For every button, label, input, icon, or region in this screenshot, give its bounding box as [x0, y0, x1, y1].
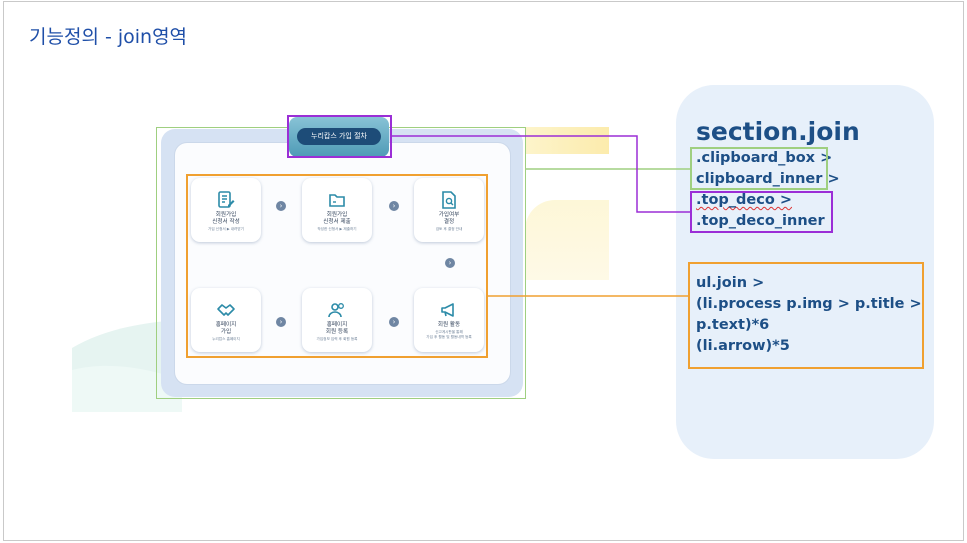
- process-text: 검토 후 결정 안내: [435, 227, 463, 231]
- process-text: 신고게시판을 통해 가입 후 활동 및 활동내역 등록: [426, 330, 472, 339]
- code-topdeco-line1: .top_deco >: [696, 192, 792, 208]
- code-ul-line2: (li.process p.img > p.title >: [696, 296, 922, 312]
- code-clipboard-line1: .clipboard_box >: [696, 150, 833, 166]
- process-text: 가입정보 입력 후 회원 등록: [316, 337, 358, 341]
- process-title: 회원 활동: [437, 322, 461, 328]
- arrow-icon: ›: [276, 201, 286, 211]
- code-ul-line3: p.text)*6: [696, 317, 770, 333]
- join-list-highlight: [186, 174, 488, 358]
- users-icon: [328, 303, 344, 318]
- process-title: 홍페이지 회원 등록: [325, 322, 349, 335]
- megaphone-icon: [441, 303, 454, 317]
- process-title: 홍페이지 가입: [215, 322, 237, 335]
- handshake-icon: [217, 304, 235, 316]
- folder-icon: [329, 194, 345, 207]
- arrow-icon: ›: [445, 258, 455, 268]
- decorative-yellow-band: [525, 127, 609, 154]
- clipboard-label-highlight: [690, 147, 828, 190]
- process-text: 누리캅스 홈페이지: [212, 337, 240, 341]
- process-card-6[interactable]: 회원 활동 신고게시판을 통해 가입 후 활동 및 활동내역 등록: [414, 288, 484, 352]
- code-clipboard-line2: clipboard_inner >: [696, 171, 840, 187]
- process-text: 가입 신청서 ▶ 내려받기: [208, 227, 244, 231]
- panel-title: section.join: [696, 117, 860, 146]
- topdeco-label-highlight: [690, 191, 833, 233]
- code-topdeco-line2: .top_deco_inner: [696, 213, 825, 229]
- process-title: 회원가입 신청서 제출: [323, 212, 351, 225]
- decorative-yellow-band-lower: [525, 200, 609, 280]
- process-title: 가입여부 결정: [438, 212, 460, 225]
- join-label-highlight: [688, 262, 924, 369]
- arrow-icon: ›: [389, 317, 399, 327]
- top-deco-inner-label[interactable]: 누리캅스 가입 절차: [297, 128, 381, 145]
- process-card-2[interactable]: 회원가입 신청서 제출 작성한 신청서 ▶ 제출하기: [302, 178, 372, 242]
- process-title: 회원가입 신청서 작성: [212, 212, 240, 225]
- slide-title: 기능정의 - join영역: [29, 26, 188, 48]
- top-deco-highlight: [287, 115, 392, 158]
- slide-frame: [3, 1, 964, 541]
- process-card-5[interactable]: 홍페이지 회원 등록 가입정보 입력 후 회원 등록: [302, 288, 372, 352]
- arrow-icon: ›: [276, 317, 286, 327]
- code-ul-line1: ul.join >: [696, 275, 765, 291]
- decorative-wave: [72, 320, 182, 412]
- process-card-1[interactable]: 회원가입 신청서 작성 가입 신청서 ▶ 내려받기: [191, 178, 261, 242]
- document-edit-icon: [218, 191, 235, 208]
- code-ul-line4: (li.arrow)*5: [696, 338, 790, 354]
- process-text: 작성한 신청서 ▶ 제출하기: [317, 227, 357, 231]
- process-card-4[interactable]: 홍페이지 가입 누리캅스 홈페이지: [191, 288, 261, 352]
